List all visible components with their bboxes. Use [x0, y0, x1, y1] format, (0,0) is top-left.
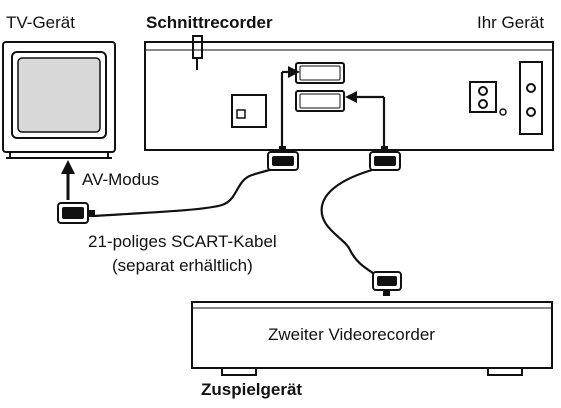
ground-screw — [499, 108, 507, 116]
tv-housing — [2, 41, 116, 153]
scart-plug-vcr — [372, 271, 402, 296]
tv-screen — [17, 57, 101, 133]
second-vcr-foot-left — [221, 367, 257, 376]
scart-socket-lower — [295, 90, 345, 112]
tv-label: TV-Gerät — [6, 13, 75, 32]
your-device-label: Ihr Gerät — [477, 13, 545, 32]
side-jack-panel — [519, 61, 543, 135]
second-vcr-foot-right — [487, 367, 523, 376]
scart-cable-tv — [92, 70, 290, 218]
side-jack-bottom — [526, 107, 536, 117]
cable-label-line2: (separat erhältlich) — [112, 256, 253, 275]
cable-tv-wire — [92, 166, 279, 218]
scart-socket-upper-inner — [299, 65, 341, 81]
source-label: Zuspielgerät — [201, 380, 303, 399]
scart-plug-tv — [57, 202, 95, 224]
recorder-housing — [144, 41, 554, 151]
av-mode-label: AV-Modus — [82, 170, 160, 189]
side-jack-top — [526, 83, 536, 93]
cable-label-line1: 21-poliges SCART-Kabel — [88, 232, 277, 251]
scart-socket-lower-inner — [299, 93, 341, 109]
recorder-label: Schnittrecorder — [146, 13, 273, 32]
second-vcr-label: Zweiter Videorecorder — [268, 325, 435, 344]
recorder-rear-panel — [144, 35, 554, 151]
scart-cable-vcr — [320, 95, 386, 279]
rating-plate-mark — [236, 109, 246, 119]
audio-jack-bottom — [478, 99, 488, 109]
scart-plug-recorder-lower — [369, 146, 401, 171]
arrow-into-upper-scart — [288, 66, 300, 78]
tv-bezel — [11, 51, 107, 139]
rating-plate — [231, 94, 267, 128]
tv-set — [2, 41, 116, 159]
arrow-into-lower-scart — [345, 91, 357, 103]
cable-vcr-wire — [320, 168, 381, 279]
antenna-connector — [192, 35, 203, 59]
second-vcr-housing — [191, 301, 553, 369]
audio-out-panel — [469, 81, 497, 113]
av-mode-arrow — [61, 160, 75, 200]
second-vcr — [191, 301, 553, 376]
scart-plug-recorder-upper — [267, 146, 299, 171]
audio-jack-top — [478, 86, 488, 96]
